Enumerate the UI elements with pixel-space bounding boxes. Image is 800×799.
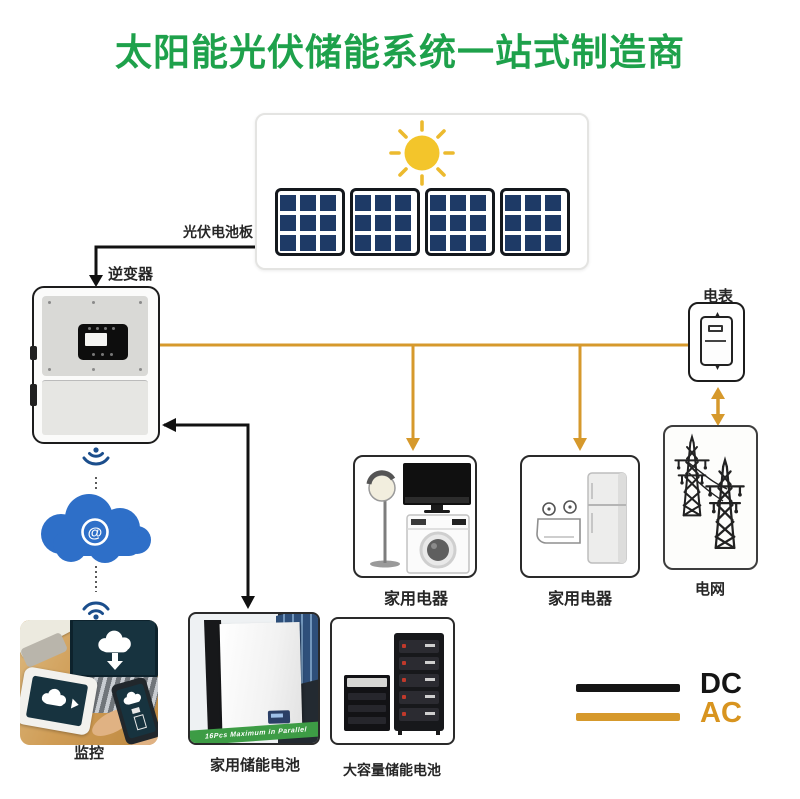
meter-box — [688, 302, 745, 382]
pv-array-label: 光伏电池板 — [183, 224, 253, 240]
inverter-box — [30, 286, 160, 444]
meter-label: 电表 — [703, 288, 734, 305]
cloud-icon: @ — [33, 488, 159, 573]
inverter-display — [78, 324, 128, 360]
meter-icon — [700, 312, 733, 370]
page-title: 太阳能光伏储能系统一站式制造商 — [115, 32, 685, 73]
appliances-right-label: 家用电器 — [548, 591, 613, 608]
monitoring-photo — [20, 620, 158, 745]
monitor-label: 监控 — [74, 745, 105, 762]
solar-panel — [425, 188, 495, 256]
home-battery-label: 家用储能电池 — [210, 757, 301, 774]
solar-panel — [500, 188, 570, 256]
wifi-icon — [80, 447, 112, 473]
large-battery-box — [330, 617, 455, 745]
legend-ac-label: AC — [700, 697, 742, 729]
laptop-screen — [70, 620, 158, 678]
appliances-right-box — [520, 455, 640, 578]
tablet — [20, 666, 99, 736]
legend-dc-label: DC — [700, 668, 742, 700]
legend-dc-line — [576, 684, 680, 692]
solar-panel — [350, 188, 420, 256]
sun-icon — [389, 120, 455, 186]
solar-panel — [275, 188, 345, 256]
appliances-left-box — [353, 455, 477, 578]
wifi-icon — [80, 594, 112, 620]
appliances-left-label: 家用电器 — [384, 591, 449, 608]
pv-array-box — [255, 113, 589, 270]
inverter-label: 逆变器 — [108, 266, 154, 283]
transmission-towers-icon — [674, 435, 746, 550]
home-battery-box: 16Pcs Maximum in Parallel — [188, 612, 320, 745]
inverter-lower-panel — [42, 380, 148, 435]
inverter-connector — [30, 384, 37, 406]
home-battery-unit — [219, 621, 303, 737]
inverter-connector — [30, 346, 37, 360]
battery-cabinet — [344, 675, 390, 731]
large-battery-label: 大容量储能电池 — [343, 762, 441, 778]
legend-ac-line — [576, 713, 680, 721]
battery-rack — [394, 633, 444, 735]
grid-label: 电网 — [695, 581, 726, 598]
cloud-at-symbol: @ — [88, 525, 103, 542]
grid-box — [663, 425, 758, 570]
